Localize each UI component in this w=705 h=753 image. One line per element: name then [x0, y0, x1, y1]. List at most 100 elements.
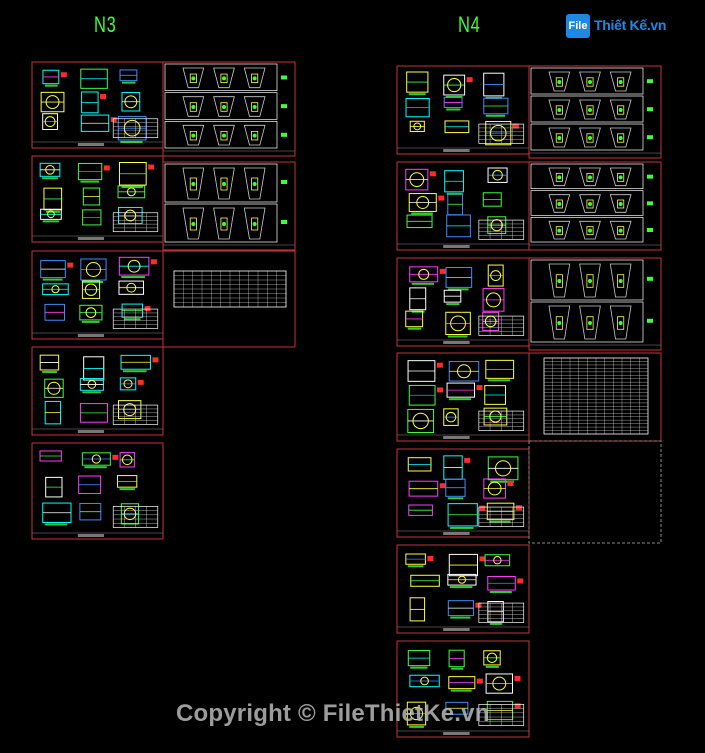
n3-section-sheet-1-section-panel [164, 120, 278, 149]
n4-section-sheet-2-section-trapezoid [579, 220, 601, 240]
n4-section-sheet-2-section-core [617, 172, 625, 182]
n4-sheet-4-red-mark [436, 362, 443, 368]
logo-badge: File [566, 14, 590, 38]
n4-sheet-3-detail-circle [450, 315, 466, 332]
n3-section-sheet-1-section-trapezoid [213, 67, 235, 89]
n3-sheet-3-detail-circle [85, 307, 97, 318]
n4-section-sheet-2-section-tag [647, 174, 653, 179]
n3-section-sheet-2-section-tag [281, 220, 287, 224]
n3-section-sheet-1-section-trapezoid [182, 124, 205, 146]
n4-section-sheet-2-section-trapezoid [579, 194, 601, 213]
n3-sheet-1-detail-circle [45, 95, 60, 110]
n3-sheet-3-caption [124, 318, 141, 321]
n4-section-sheet-2-section-core [555, 172, 563, 182]
n4-section-sheet-3-section-panel [530, 259, 644, 301]
n4-sheet-5-caption [447, 497, 464, 500]
n3-sheet-1-detail-circle [124, 95, 138, 109]
n3-sheet-3-red-mark [67, 262, 74, 268]
n3-sheet-4-title-text [77, 430, 105, 433]
n3-sheet-4-detail-circle [87, 380, 97, 389]
n3-section-sheet-2-section-dot [191, 182, 196, 186]
n4-sheet-4-caption [449, 398, 472, 401]
n3-sheet-1-caption [44, 84, 58, 87]
n4-sheet-2-red-mark [438, 195, 445, 201]
n4-section-sheet-2-section-trapezoid [548, 220, 571, 240]
n3-sheet-5 [31, 442, 164, 540]
n3-section-sheet-1-section-trapezoid [182, 96, 205, 117]
n4-section-sheet-3-section-core [586, 316, 594, 330]
n4-sheet-7-caption [410, 666, 428, 669]
n3-section-sheet-1-section-trapezoid [213, 96, 235, 117]
n3-section-sheet-1-section-panel [164, 92, 278, 120]
n4-sheet-7-red-mark [514, 703, 521, 709]
copyright-watermark: Copyright © FileThietKe.vn [176, 700, 490, 727]
n3-sheet-4 [31, 346, 164, 436]
n4-section-sheet-1-section-core [586, 105, 594, 115]
n4-section-sheet-2-section-trapezoid [609, 194, 632, 213]
n4-sheet-7-caption [409, 725, 424, 728]
n4-section-sheet-2-section-panel [530, 190, 644, 216]
n4-section-sheet-3-section-core [555, 274, 563, 288]
n4-section-sheet-1-section-core [617, 77, 625, 87]
n4-sheet-5-red-mark [515, 505, 522, 511]
n3-section-sheet-1-section-core [251, 73, 259, 84]
n4-section-sheet-1-section-dot [618, 108, 623, 112]
column-label-n3: N3 [94, 12, 117, 37]
n3-section-sheet-1-section-trapezoid [243, 124, 266, 146]
n4-section-sheet-2-section-dot [618, 202, 623, 206]
n4-section-sheet-3-section-trapezoid [548, 305, 571, 340]
n4-section-sheet-3-section-dot [588, 279, 592, 283]
n4-section-sheet-2-section-core [555, 226, 563, 236]
n3-section-sheet-1-section-trapezoid [182, 67, 205, 89]
n4-sheet-5-red-mark [439, 483, 446, 489]
n4-sheet-4-detail-circle [445, 411, 457, 423]
n3-sheet-2-detail-circle [47, 210, 55, 219]
n4-section-sheet-2-section-core [586, 199, 594, 209]
n4-sheet-7 [396, 640, 530, 738]
n4-sheet-3-detail-circle [418, 268, 430, 280]
n4-table-sheet [528, 352, 662, 442]
n4-section-sheet-1-section-trapezoid [548, 99, 571, 120]
column-label-n4: N4 [458, 12, 481, 37]
n3-section-sheet-2-section-trapezoid [243, 207, 266, 240]
n4-sheet-5-caption [490, 480, 514, 483]
n4-sheet-6 [396, 544, 530, 634]
n3-section-sheet-1-section-panel [164, 63, 278, 92]
n3-sheet-1-red-mark [110, 117, 117, 123]
n3-section-sheet-1-section-tag [281, 75, 287, 80]
n3-section-sheet-2-section-core [251, 177, 259, 191]
n3-sheet-3-caption [42, 278, 63, 281]
n3-section-sheet-1-section-trapezoid [243, 96, 266, 117]
n4-sheet-3-detail-circle [490, 270, 502, 282]
n4-section-sheet-3-section-trapezoid [548, 263, 571, 298]
n4-section-sheet-1-section-core [555, 77, 563, 87]
n4-section-sheet-1-section-core [555, 105, 563, 115]
n4-sheet-6-caption [489, 591, 512, 594]
n4-sheet-5-title-text [443, 532, 470, 535]
n3-sheet-2-caption [42, 220, 60, 223]
n4-section-sheet-1-section-panel [530, 123, 644, 151]
n3-sheet-3-caption [121, 276, 145, 279]
n4-section-sheet-2-section-core [555, 199, 563, 209]
n3-sheet-1-red-mark [100, 93, 107, 99]
n4-section-sheet-3-section-panel [530, 301, 644, 343]
n4-section-sheet-1-section-core [586, 133, 594, 143]
n3-sheet-3-detail-circle [127, 259, 141, 273]
n3-section-sheet-1-section-trapezoid [213, 124, 235, 146]
n3-sheet-2-caption [42, 177, 58, 180]
n4-sheet-6-caption [489, 622, 503, 625]
n4-section-sheet-3-section-trapezoid [579, 263, 601, 298]
n4-section-sheet-1-section-panel [530, 67, 644, 95]
n4-section-sheet-1-section-dot [588, 80, 592, 84]
n4-sheet-2-red-mark [429, 171, 436, 177]
n4-section-sheet-1-section-trapezoid [579, 99, 601, 120]
n4-section-sheet-3-section-dot [557, 321, 562, 325]
n4-sheet-4-red-mark [476, 385, 483, 391]
n4-sheet-3-detail-circle [486, 292, 501, 308]
n4-sheet-1-detail-circle [413, 122, 422, 131]
n4-section-sheet-1-section-trapezoid [548, 71, 571, 92]
n4-section-sheet-1-section-tag [647, 107, 653, 112]
n3-sheet-5-caption [119, 488, 135, 491]
n4-section-sheet-1-section-dot [557, 108, 562, 112]
